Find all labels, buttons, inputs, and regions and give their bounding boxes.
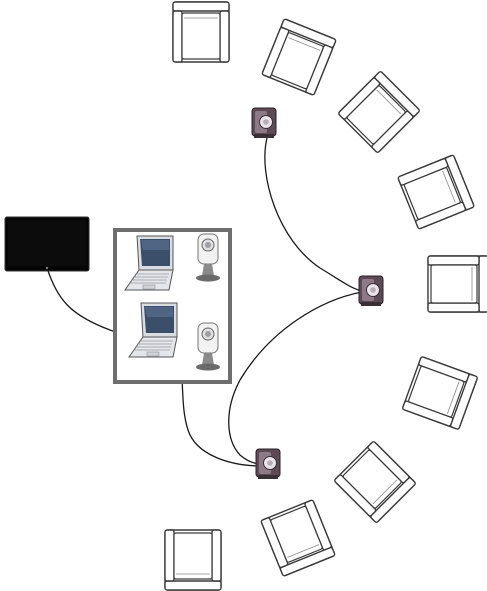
cable-mic-top-to-mic-middle (264, 137, 363, 292)
chair-icon (261, 17, 337, 97)
chair-icon (337, 70, 421, 154)
cable-mic-middle-to-mic-bottom (228, 291, 363, 465)
microphones (251, 107, 384, 480)
chair-icon (396, 154, 476, 230)
chair-icon (401, 355, 479, 431)
microphone-icon (255, 448, 281, 480)
equipment-rack (113, 228, 232, 384)
microphone-icon (358, 275, 384, 307)
chair-icon (172, 1, 230, 63)
display (4, 216, 90, 272)
chair-icon (260, 498, 336, 578)
microphone-icon (251, 107, 277, 139)
chair-icon (164, 529, 222, 591)
chair-icon (333, 440, 417, 524)
chair-icon (427, 255, 487, 313)
